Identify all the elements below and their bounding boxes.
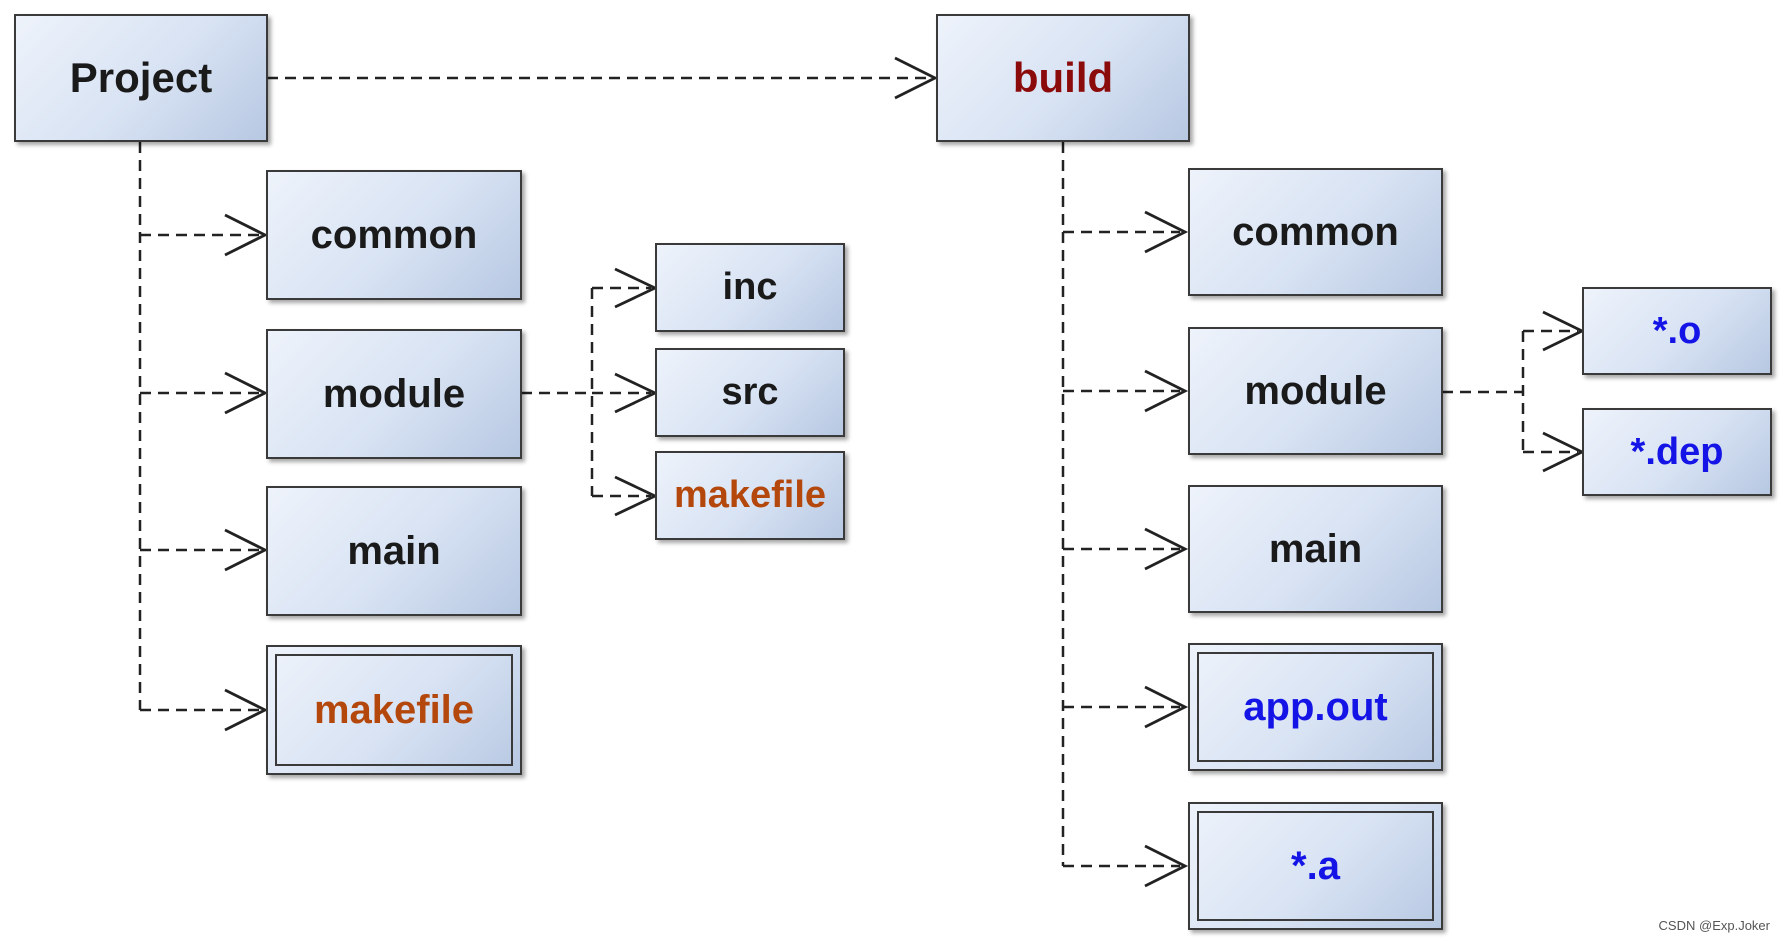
node-label: common [1232,209,1399,254]
node-project-main: main [266,486,522,616]
node-label: main [1268,526,1363,571]
node-label: makefile [313,687,475,732]
node-project-module: module [266,329,522,459]
node-label: common [310,212,478,257]
node-project-makefile: makefile [266,645,522,775]
node-build-main: main [1188,485,1443,613]
node-build-lib-a: *.a [1188,802,1443,930]
node-project-common: common [266,170,522,300]
node-build-module: module [1188,327,1443,455]
node-build-common: common [1188,168,1443,296]
node-label: inc [722,266,778,308]
node-build-dep: *.dep [1582,408,1772,496]
node-label: makefile [673,474,827,516]
node-module-makefile: makefile [655,451,845,540]
node-project-root: Project [14,14,268,142]
node-label: module [322,371,466,416]
node-label: *.o [1652,309,1702,352]
watermark: CSDN @Exp.Joker [1658,918,1770,933]
node-build-root: build [936,14,1190,142]
node-label: module [1244,368,1387,413]
node-label: src [721,371,779,413]
node-label: *.a [1291,843,1340,888]
node-label: build [1012,54,1114,101]
node-label: main [347,528,441,573]
node-label: app.out [1243,684,1388,729]
node-label: *.dep [1630,430,1724,473]
node-module-inc: inc [655,243,845,332]
node-label: Project [69,54,213,101]
node-module-src: src [655,348,845,437]
node-build-app-out: app.out [1188,643,1443,771]
node-build-obj: *.o [1582,287,1772,375]
